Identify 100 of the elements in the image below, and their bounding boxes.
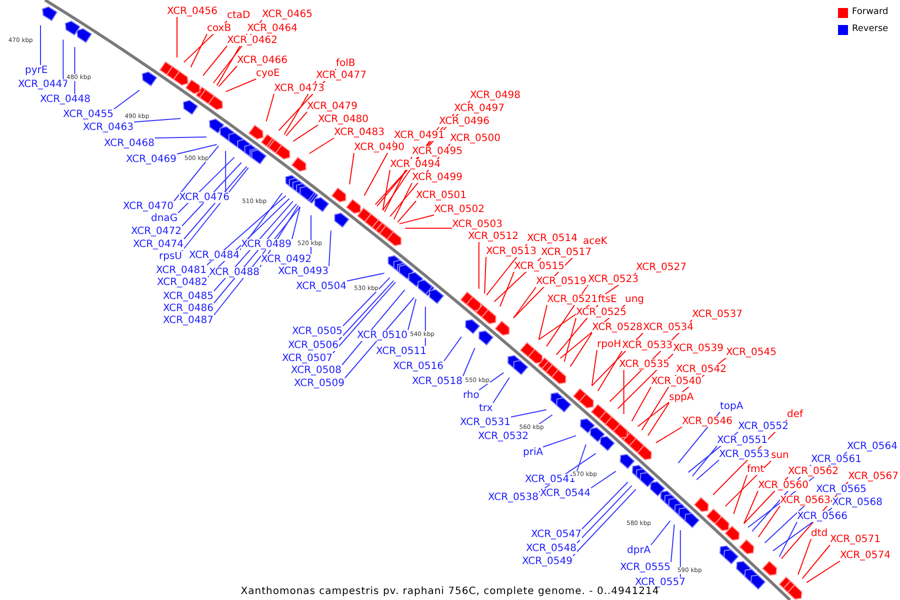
gene-label: dprA — [627, 545, 651, 556]
gene-label: XCR_0492 — [261, 254, 312, 265]
leader-line — [266, 94, 274, 122]
leader-line — [538, 304, 548, 340]
leader-line — [572, 488, 636, 556]
gene-label: ung — [625, 294, 644, 305]
gene-label: XCR_0497 — [454, 103, 505, 114]
gene-label: XCR_0469 — [126, 154, 177, 165]
leader-line — [62, 39, 64, 80]
gene-label: XCR_0523 — [588, 274, 639, 285]
leader-line — [342, 289, 406, 366]
gene-label: XCR_0503 — [452, 219, 503, 230]
gene-label: XCR_0479 — [307, 101, 358, 112]
gene-label: XCR_0455 — [63, 109, 114, 120]
leader-line — [174, 145, 220, 202]
leader-line — [408, 298, 416, 330]
gene-label: XCR_0466 — [237, 55, 288, 66]
gene-label: XCR_0546 — [682, 416, 733, 427]
gene-label: XCR_0496 — [439, 116, 490, 127]
leader-line — [292, 206, 301, 240]
gene-label: XCR_0483 — [334, 127, 385, 138]
gene-label: ctaD — [227, 10, 250, 21]
gene-label: XCR_0557 — [635, 577, 686, 588]
leader-line — [40, 24, 41, 66]
gene-label: XCR_0549 — [522, 556, 573, 567]
leader-line — [218, 66, 238, 88]
leader-line — [308, 138, 334, 154]
gene-label: XCR_0574 — [840, 550, 891, 561]
gene-label: XCR_0545 — [726, 347, 777, 358]
gene-label: XCR_0525 — [576, 307, 627, 318]
gene-label: XCR_0539 — [673, 343, 724, 354]
gene-label: XCR_0501 — [416, 190, 467, 201]
gene-label: XCR_0537 — [692, 309, 743, 320]
leader-line — [332, 282, 396, 354]
leader-line — [647, 402, 670, 436]
gene-label: trx — [479, 403, 493, 414]
leader-line — [292, 124, 318, 142]
leader-line — [444, 336, 462, 362]
leader-line — [176, 16, 178, 58]
leader-line — [182, 167, 249, 252]
leader-line — [655, 426, 682, 444]
gene-label: XCR_0484 — [189, 250, 240, 261]
gene-label: XCR_0505 — [292, 326, 343, 337]
gene-label: XCR_0473 — [274, 83, 325, 94]
gene-label: XCR_0513 — [486, 246, 537, 257]
gene-label: XCR_0538 — [488, 492, 539, 503]
leader-line — [382, 170, 390, 211]
leader-line — [802, 544, 830, 580]
gene-label: XCR_0491 — [394, 130, 445, 141]
gene-label: XCR_0448 — [40, 94, 91, 105]
gene-label: XCR_0465 — [262, 9, 313, 20]
leader-line — [478, 372, 504, 390]
gene-label: XCR_0527 — [636, 262, 687, 273]
gene-label: XCR_0563 — [780, 495, 831, 506]
gene-label: XCR_0502 — [434, 204, 485, 215]
gene-label: XCR_0564 — [847, 441, 898, 452]
gene-label: XCR_0464 — [247, 23, 298, 34]
gene-label: XCR_0499 — [412, 172, 463, 183]
gene-label: sun — [771, 450, 789, 461]
gene-label: XCR_0514 — [527, 233, 578, 244]
leader-line — [510, 409, 547, 418]
gene-label: XCR_0463 — [83, 122, 134, 133]
gene-label: def — [787, 409, 804, 420]
gene-label: XCR_0519 — [536, 276, 587, 287]
leader-line — [176, 144, 218, 154]
gene-label: XCR_0565 — [816, 484, 867, 495]
leader-line — [758, 506, 780, 538]
legend-label: Forward — [852, 7, 888, 18]
gene-label: aceK — [583, 236, 608, 247]
gene-label: XCR_0512 — [468, 231, 519, 242]
gene-label: XCR_0542 — [676, 364, 727, 375]
leader-line — [733, 474, 748, 514]
gene-label: XCR_0533 — [622, 340, 673, 351]
leader-line — [597, 350, 622, 392]
gene-label: XCR_0540 — [651, 376, 702, 387]
leader-line — [590, 470, 616, 488]
leader-line — [692, 446, 718, 477]
gene-label: XCR_0551 — [717, 435, 768, 446]
leader-line — [570, 332, 592, 368]
gene-label: XCR_0561 — [811, 454, 862, 465]
gene-label: XCR_0504 — [296, 281, 347, 292]
leader-line — [798, 538, 812, 576]
gene-label: XCR_0500 — [450, 133, 501, 144]
gene-label: XCR_0560 — [758, 480, 809, 491]
gene-label: XCR_0517 — [541, 247, 592, 258]
leader-line — [225, 150, 226, 192]
gene-label: XCR_0498 — [470, 90, 521, 101]
gene-label: XCR_0547 — [531, 529, 582, 540]
leader-line — [500, 272, 514, 307]
gene-label: priA — [523, 447, 544, 458]
leader-line — [154, 136, 207, 138]
gene-label: XCR_0472 — [131, 226, 182, 237]
leader-line — [202, 46, 228, 76]
leader-line — [190, 34, 208, 68]
leader-line — [806, 560, 840, 584]
gene-label: XCR_0548 — [526, 543, 577, 554]
gene-label: XCR_0534 — [643, 322, 694, 333]
gene-label: XCR_0474 — [133, 239, 184, 250]
gene-label: XCR_0468 — [104, 138, 155, 149]
gene-label: XCR_0493 — [278, 266, 329, 277]
